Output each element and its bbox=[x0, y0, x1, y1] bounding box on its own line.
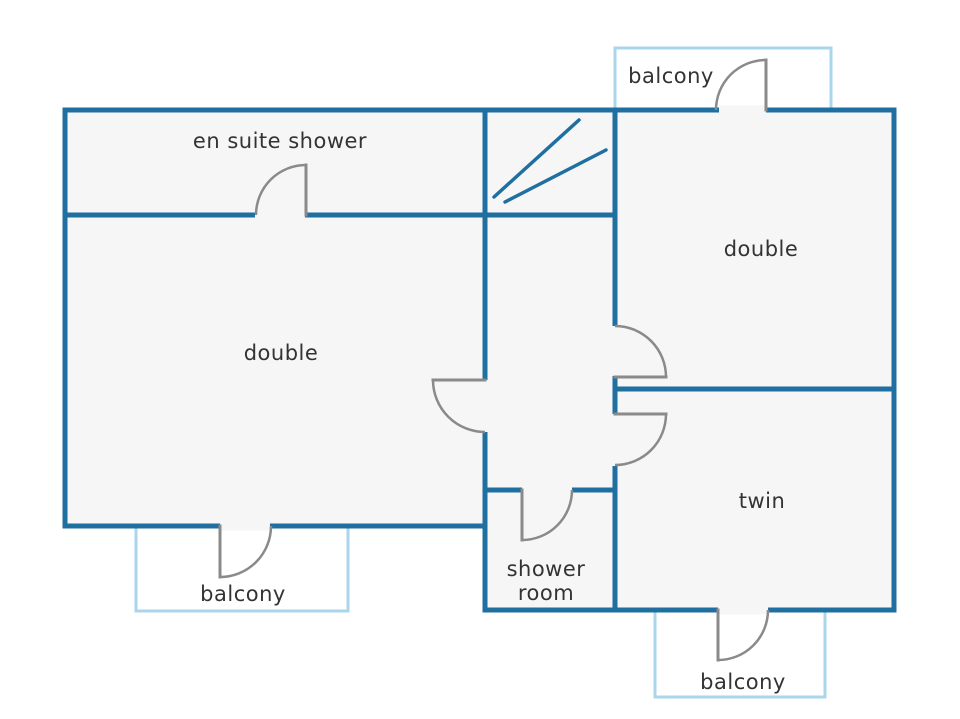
door-en-suite bbox=[254, 163, 308, 217]
floor-left-block bbox=[65, 110, 485, 526]
door-shower-room bbox=[520, 488, 574, 542]
door-balcony-bottom-left bbox=[218, 524, 273, 579]
door-balcony-top-right bbox=[714, 58, 768, 112]
balcony-top-right bbox=[613, 46, 833, 112]
label-shower-room-line2: room bbox=[518, 581, 574, 605]
label-shower-room-line1: shower bbox=[507, 557, 586, 581]
label-balcony-bottom-left: balcony bbox=[200, 582, 286, 606]
floor-hall bbox=[485, 110, 615, 610]
label-en-suite-shower: en suite shower bbox=[193, 129, 367, 153]
balcony-bottom-left bbox=[134, 524, 350, 613]
label-twin: twin bbox=[739, 489, 786, 513]
door-twin bbox=[613, 412, 668, 467]
stair-symbol bbox=[492, 118, 608, 204]
floor-right-block bbox=[615, 110, 894, 610]
door-double-right bbox=[613, 324, 668, 379]
label-balcony-top-right: balcony bbox=[628, 64, 714, 88]
label-double-right: double bbox=[724, 237, 799, 261]
label-balcony-bottom-right: balcony bbox=[700, 670, 786, 694]
door-balcony-bottom-right bbox=[716, 608, 770, 662]
door-openings bbox=[220, 105, 768, 615]
door-double-left bbox=[431, 378, 487, 434]
label-double-left: double bbox=[244, 341, 319, 365]
